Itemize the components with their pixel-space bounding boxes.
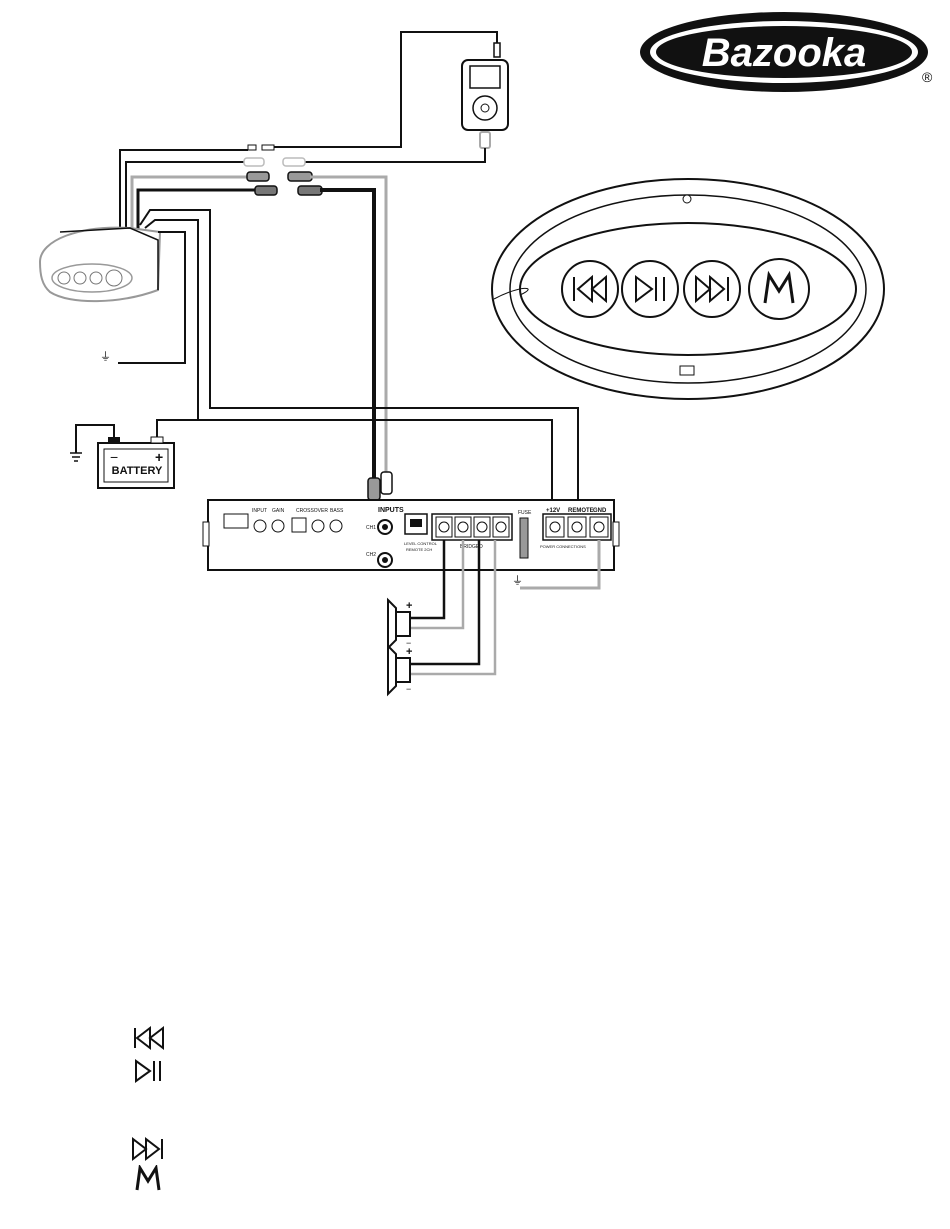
remote-port: REMOTE 2CH — [406, 547, 432, 552]
input-ch1: CH1 — [366, 525, 376, 531]
speaker-1: + − — [388, 600, 412, 648]
section-crossover: CROSSOVER — [296, 508, 328, 514]
wiring-diagram: ⏚ − + BATTERY INPUT GAIN CROSSOVER BASS … — [0, 0, 950, 720]
fuse-label: FUSE — [518, 510, 532, 516]
legend-next-icon — [128, 1135, 168, 1163]
speaker-1-positive: + — [406, 600, 412, 612]
battery: − + BATTERY — [98, 437, 174, 488]
svg-text:⏚: ⏚ — [512, 574, 523, 587]
controller-installed — [40, 228, 160, 302]
ipod-device — [462, 43, 508, 148]
legend-previous-icon — [128, 1024, 168, 1052]
legend-play-pause-icon — [128, 1057, 168, 1085]
dock-cable — [300, 148, 485, 162]
speaker-2: + − — [388, 646, 412, 694]
ground-label: GND — [593, 508, 607, 514]
amplifier: INPUT GAIN CROSSOVER BASS INPUTS CH1 CH2… — [203, 500, 619, 570]
section-bass: BASS — [330, 508, 344, 514]
section-gain: GAIN — [272, 508, 285, 514]
speaker-2-negative: − — [406, 684, 411, 694]
svg-text:⏚: ⏚ — [100, 350, 111, 363]
section-input: INPUT — [252, 508, 267, 514]
speaker-2-positive: + — [406, 646, 412, 658]
input-ch2: CH2 — [366, 552, 376, 558]
battery-negative: − — [110, 449, 118, 465]
power-12v-label: +12V — [546, 508, 560, 514]
battery-label: BATTERY — [112, 465, 163, 477]
legend-mode-icon — [128, 1165, 168, 1193]
controller-closeup — [492, 179, 884, 399]
level-control: LEVEL CONTROL — [404, 541, 438, 546]
battery-positive: + — [155, 449, 163, 465]
inputs-label: INPUTS — [378, 507, 404, 514]
remote-label: REMOTE — [568, 508, 594, 514]
power-connections-label: POWER CONNECTIONS — [540, 544, 586, 549]
